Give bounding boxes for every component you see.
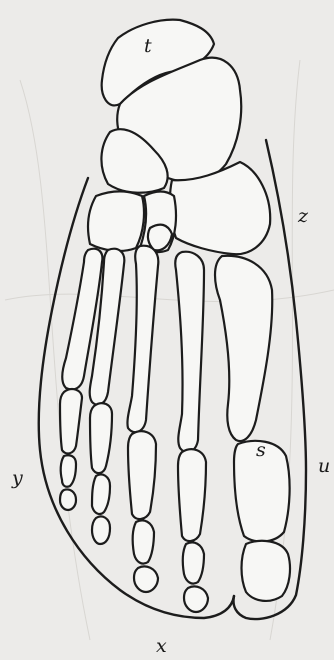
toe-4-middle-phalanx	[92, 474, 110, 514]
metatarsal-1	[215, 256, 272, 441]
hallux-phalanges	[234, 441, 290, 601]
medial-cuneiform-bone	[88, 192, 144, 251]
toe-5-proximal-phalanx	[60, 389, 82, 453]
hallux-distal-phalanx	[242, 541, 291, 601]
label-y: y	[11, 467, 23, 489]
toe-2-proximal-phalanx	[178, 449, 206, 541]
toe-2-distal-phalanx	[184, 586, 208, 612]
toe-4-distal-phalanx	[92, 516, 110, 544]
toe-5-distal-phalanx	[60, 489, 76, 510]
toe-4-phalanges	[90, 403, 112, 544]
label-t: t	[144, 35, 152, 57]
toe-4-proximal-phalanx	[90, 403, 112, 473]
label-u: u	[318, 455, 330, 477]
label-z: z	[297, 205, 309, 227]
toe-3-proximal-phalanx	[128, 431, 156, 519]
toe-2-phalanges	[178, 449, 208, 612]
metatarsal-2	[175, 252, 204, 452]
metatarsal-3	[127, 246, 158, 432]
toe-3-distal-phalanx	[134, 566, 158, 592]
toe-3-phalanges	[128, 431, 158, 592]
toe-5-phalanges	[60, 389, 82, 510]
label-s: s	[256, 439, 266, 461]
tarsal-bones	[88, 20, 270, 255]
toe-3-middle-phalanx	[133, 520, 154, 563]
label-x: x	[156, 635, 167, 657]
toe-5-middle-phalanx	[61, 455, 76, 486]
toe-2-middle-phalanx	[183, 542, 204, 583]
